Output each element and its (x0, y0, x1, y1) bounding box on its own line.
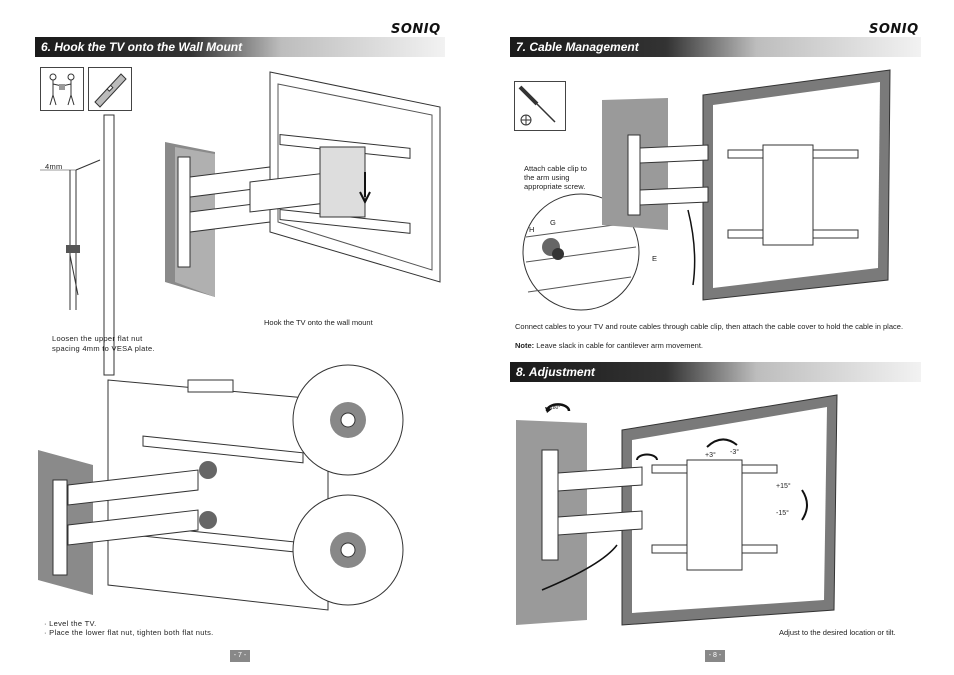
section-title-adjustment: 8. Adjustment (516, 365, 595, 379)
brand-logo-left: SONIQ (391, 22, 441, 37)
rot-label: 180° (550, 405, 561, 411)
section-header-hook: 6. Hook the TV onto the Wall Mount (35, 37, 445, 57)
section-header-adjustment: 8. Adjustment (510, 362, 921, 382)
cable-management-diagram (602, 69, 891, 301)
page-number-right: - 8 - (705, 650, 725, 662)
label-e: E (652, 254, 658, 263)
label-h: H (529, 225, 535, 234)
screwdriver-icon (514, 81, 566, 131)
hook-caption: Hook the TV onto the wall mount (264, 318, 373, 327)
note-text: Leave slack in cable for cantilever arm … (534, 341, 703, 350)
page-number-left: - 7 - (230, 650, 250, 662)
swivel-plus15: +15° (776, 483, 791, 490)
section-title-hook: 6. Hook the TV onto the Wall Mount (41, 40, 243, 54)
clip-text-2: the arm using (524, 173, 570, 182)
cable-instructions: Connect cables to your TV and route cabl… (515, 322, 904, 331)
tilt-plus3: +3° (705, 452, 716, 459)
section-header-cable: 7. Cable Management (510, 37, 921, 57)
bullet-level: · Level the TV. (44, 619, 97, 628)
loosen-caption-1: Loosen the upper flat nut (52, 334, 143, 343)
level-tighten-diagram (38, 364, 404, 611)
tilt-minus3: -3° (730, 449, 740, 456)
swivel-minus15: -15° (776, 510, 789, 517)
hook-tv-diagram (165, 71, 441, 297)
loosen-caption-2: spacing 4mm to VESA plate. (52, 344, 155, 353)
adjust-caption: Adjust to the desired location or tilt. (779, 628, 896, 637)
two-person-lift-icon (40, 67, 84, 111)
level-tool-icon (88, 67, 132, 111)
cable-note: Note: Leave slack in cable for cantileve… (515, 341, 703, 351)
label-g: G (550, 218, 557, 227)
clip-text-1: Attach cable clip to (524, 164, 587, 173)
clip-text-3: appropriate screw. (524, 182, 586, 191)
section-title-cable: 7. Cable Management (516, 40, 639, 54)
note-label: Note: (515, 341, 535, 350)
side-view-diagram (40, 114, 115, 376)
brand-logo-right: SONIQ (869, 22, 919, 37)
measure-label: 4mm (45, 162, 63, 171)
bullet-tighten: · Place the lower flat nut, tighten both… (44, 628, 214, 637)
adjustment-diagram (516, 394, 838, 626)
rotate-180-icon (545, 403, 571, 413)
